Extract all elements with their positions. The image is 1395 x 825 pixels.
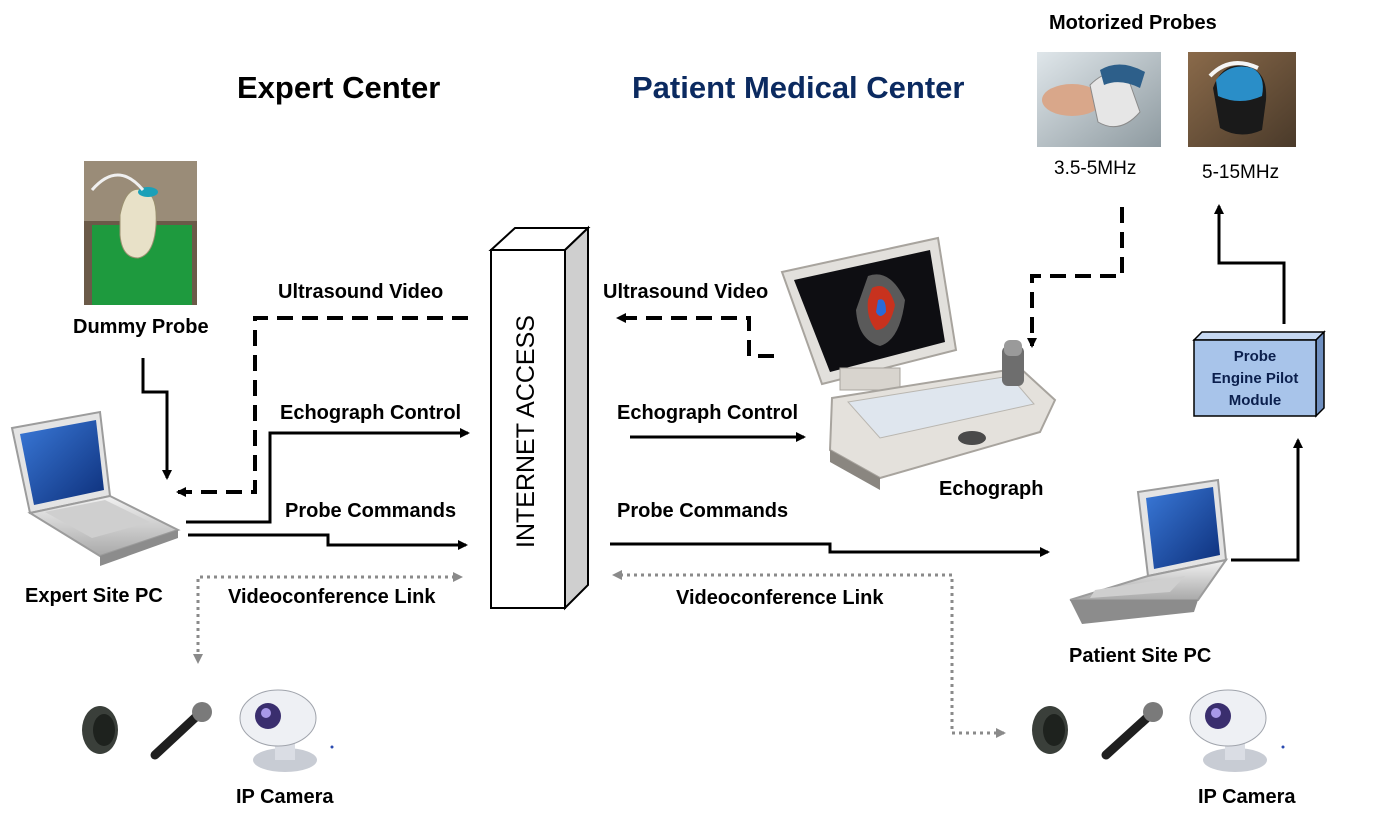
pilot-module-line-3: Module — [1228, 392, 1282, 409]
probe-commands-label-right: Probe Commands — [617, 500, 789, 522]
arrow-probe-commands-left — [188, 533, 468, 550]
camera-dot-right — [1281, 745, 1285, 749]
microphone-icon-right — [1101, 702, 1163, 760]
pilot-module-line-1: Probe — [1233, 348, 1277, 365]
patient-laptop-image — [1069, 478, 1229, 624]
microphone-icon-left — [150, 702, 212, 760]
videoconference-label-left: Videoconference Link — [228, 586, 436, 608]
internet-access-box — [488, 225, 591, 611]
probe-photo-low-freq — [1037, 52, 1161, 147]
arrow-videoconf-left — [193, 572, 463, 664]
arrow-pilot-to-probe — [1214, 204, 1286, 324]
probe-commands-label-left: Probe Commands — [285, 500, 457, 522]
patient-center-heading: Patient Medical Center — [632, 70, 965, 105]
motorized-probes-heading: Motorized Probes — [1049, 12, 1217, 34]
speaker-icon-left — [82, 706, 118, 754]
videoconference-label-right: Videoconference Link — [676, 587, 884, 609]
ip-camera-icon-right — [1189, 689, 1267, 772]
arrow-probe-to-echograph — [1027, 207, 1124, 348]
probe-label-high: 5-15MHz — [1202, 162, 1280, 183]
ip-camera-icon-left — [239, 689, 317, 772]
expert-pc-label: Expert Site PC — [25, 585, 163, 607]
pilot-module-box — [1192, 330, 1326, 418]
expert-laptop-image — [10, 410, 181, 566]
arrow-echograph-control-left — [186, 428, 470, 524]
ip-camera-label-left: IP Camera — [236, 786, 334, 808]
arrow-ultrasound-left — [176, 316, 468, 497]
ultrasound-video-label-left: Ultrasound Video — [278, 281, 444, 303]
dummy-probe-label: Dummy Probe — [73, 316, 209, 338]
internet-access-label: INTERNET ACCESS — [512, 315, 540, 548]
arrow-dummy-to-pc — [141, 358, 172, 480]
pilot-module-line-2: Engine Pilot — [1211, 370, 1299, 387]
dummy-probe-photo — [84, 161, 197, 305]
arrow-pc-to-pilot — [1231, 438, 1303, 562]
ip-camera-label-right: IP Camera — [1198, 786, 1296, 808]
arrow-probe-commands-right — [610, 542, 1050, 557]
echograph-label: Echograph — [939, 478, 1044, 500]
expert-center-heading: Expert Center — [237, 70, 441, 105]
patient-pc-label: Patient Site PC — [1069, 645, 1212, 667]
arrow-ultrasound-right — [616, 313, 774, 358]
speaker-icon-right — [1032, 706, 1068, 754]
probe-photo-high-freq — [1188, 52, 1296, 147]
echograph-control-label-right: Echograph Control — [617, 402, 799, 424]
pilot-module-label: Probe Engine Pilot Module — [1194, 340, 1316, 416]
probe-label-low: 3.5-5MHz — [1054, 158, 1137, 179]
echograph-image — [780, 236, 1057, 490]
ultrasound-video-label-right: Ultrasound Video — [603, 281, 769, 303]
echograph-control-label-left: Echograph Control — [280, 402, 462, 424]
camera-dot-left — [330, 745, 334, 749]
